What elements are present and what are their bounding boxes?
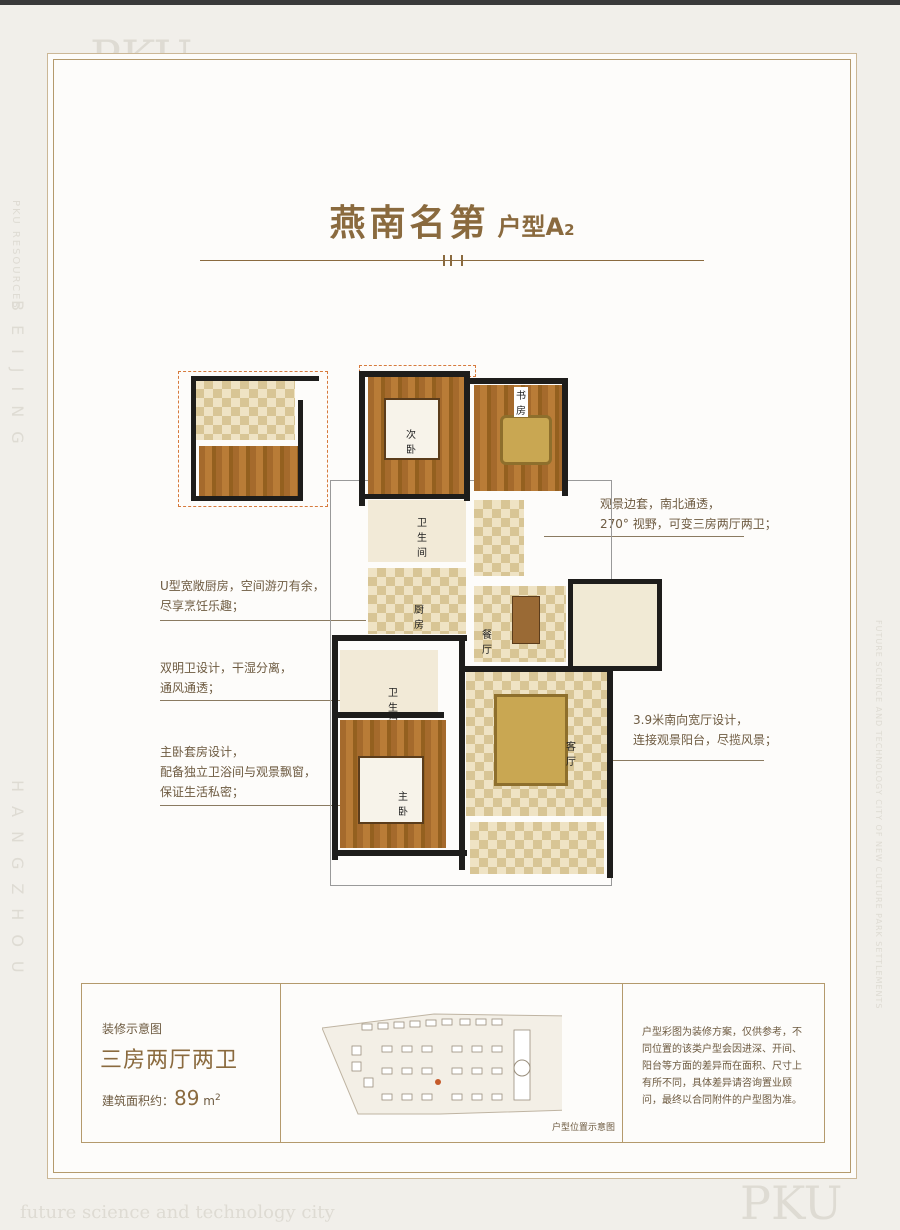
- bg-future-vertical: FUTURE SCIENCE AND TECHNOLOGY CITY OF NE…: [874, 620, 883, 1010]
- layout-text: 三房两厅两卫: [100, 1048, 239, 1073]
- wall: [464, 371, 470, 501]
- project-name: 燕南名第: [329, 203, 490, 244]
- annotation-kitchen: U型宽敞厨房，空间游刃有余，尽享烹饪乐趣；: [160, 579, 325, 613]
- wall: [332, 850, 467, 856]
- annotation-living: 3.9米南向宽厅设计，连接观景阳台，尽揽风景；: [633, 713, 778, 747]
- study-desk: [500, 415, 552, 465]
- bg-bottom-text: future science and technology city: [20, 1202, 335, 1223]
- decor-label: 装修示意图: [102, 1022, 163, 1036]
- second-bedroom-label: 次卧: [406, 430, 416, 456]
- info-separator-1: [280, 984, 281, 1142]
- annotation-view-suite: 观景边套，南北通透，270° 视野，可变三房两厅两卫；: [600, 497, 777, 531]
- storage-wood-area: [199, 446, 299, 496]
- divider-ornament: [443, 255, 463, 266]
- bg-resources-vertical: PKU RESOURCES: [10, 200, 21, 310]
- wall: [332, 640, 338, 860]
- leader-bathroom: [160, 700, 388, 701]
- bg-pku-bottom: PKU: [740, 1176, 843, 1230]
- leader-living: [610, 760, 764, 761]
- kitchen: [368, 568, 466, 634]
- bathroom-1-label: 卫生间: [417, 518, 427, 559]
- master-bedroom-bed: [358, 756, 424, 824]
- hall-tile: [474, 500, 524, 576]
- living-room-rug: [494, 694, 568, 786]
- wall: [359, 371, 469, 377]
- wall: [607, 666, 613, 878]
- disclaimer-text: 户型彩图为装修方案，仅供参考，不同位置的该类户型会因进深、开间、阳台等方面的差异…: [642, 1027, 802, 1106]
- kitchen-label: 厨房: [414, 605, 424, 631]
- top-bar: [0, 0, 900, 5]
- wall: [359, 494, 469, 499]
- poster-card: 燕南名第户型A2 观景边套，南北通透，270° 视野，可变三房两厅两卫； U型宽…: [53, 59, 851, 1173]
- study-label: 书房: [514, 387, 528, 417]
- unit-type: 户型A2: [497, 213, 575, 241]
- area-text: 建筑面积约：89 m2: [102, 1086, 221, 1110]
- leader-kitchen: [160, 620, 366, 621]
- leader-master: [160, 805, 340, 806]
- map-caption: 户型位置示意图: [552, 1123, 616, 1133]
- info-separator-2: [622, 984, 623, 1142]
- living-room-label: 客厅: [566, 742, 576, 768]
- wall: [332, 635, 467, 641]
- dining-label: 餐厅: [482, 630, 492, 656]
- second-bedroom-bed: [384, 398, 440, 460]
- wall: [191, 376, 319, 381]
- bg-beijing-vertical: BEIJING: [8, 300, 27, 458]
- site-location-map: [322, 1013, 562, 1115]
- wall: [298, 400, 303, 500]
- wall: [562, 378, 568, 496]
- annotation-bathroom: 双明卫设计，干湿分离，通风通透；: [160, 661, 293, 695]
- dining-table: [512, 596, 540, 644]
- wall: [464, 666, 612, 672]
- master-bedroom-label: 主卧: [398, 792, 408, 818]
- storage-tile-area: [195, 380, 295, 440]
- elevator-shaft: [568, 579, 662, 671]
- wall: [332, 712, 444, 718]
- bathroom-2: [340, 650, 438, 712]
- storage-dashed-outline: [178, 371, 328, 507]
- wall: [359, 371, 365, 506]
- page-title: 燕南名第户型A2: [54, 194, 850, 246]
- wall: [470, 378, 568, 384]
- wall: [191, 496, 303, 501]
- info-box: 装修示意图 三房两厅两卫 建筑面积约：89 m2 户型位置示意图 户型彩图为: [81, 983, 825, 1143]
- wall: [191, 376, 196, 500]
- south-balcony: [470, 822, 604, 874]
- wall: [459, 640, 465, 870]
- title-divider: [200, 260, 704, 261]
- bg-hangzhou-vertical: HANGZHOU: [8, 780, 27, 987]
- bathroom-1: [368, 500, 466, 562]
- leader-view-suite: [544, 536, 744, 537]
- annotation-master: 主卧套房设计，配备独立卫浴间与观景飘窗，保证生活私密；: [160, 745, 317, 799]
